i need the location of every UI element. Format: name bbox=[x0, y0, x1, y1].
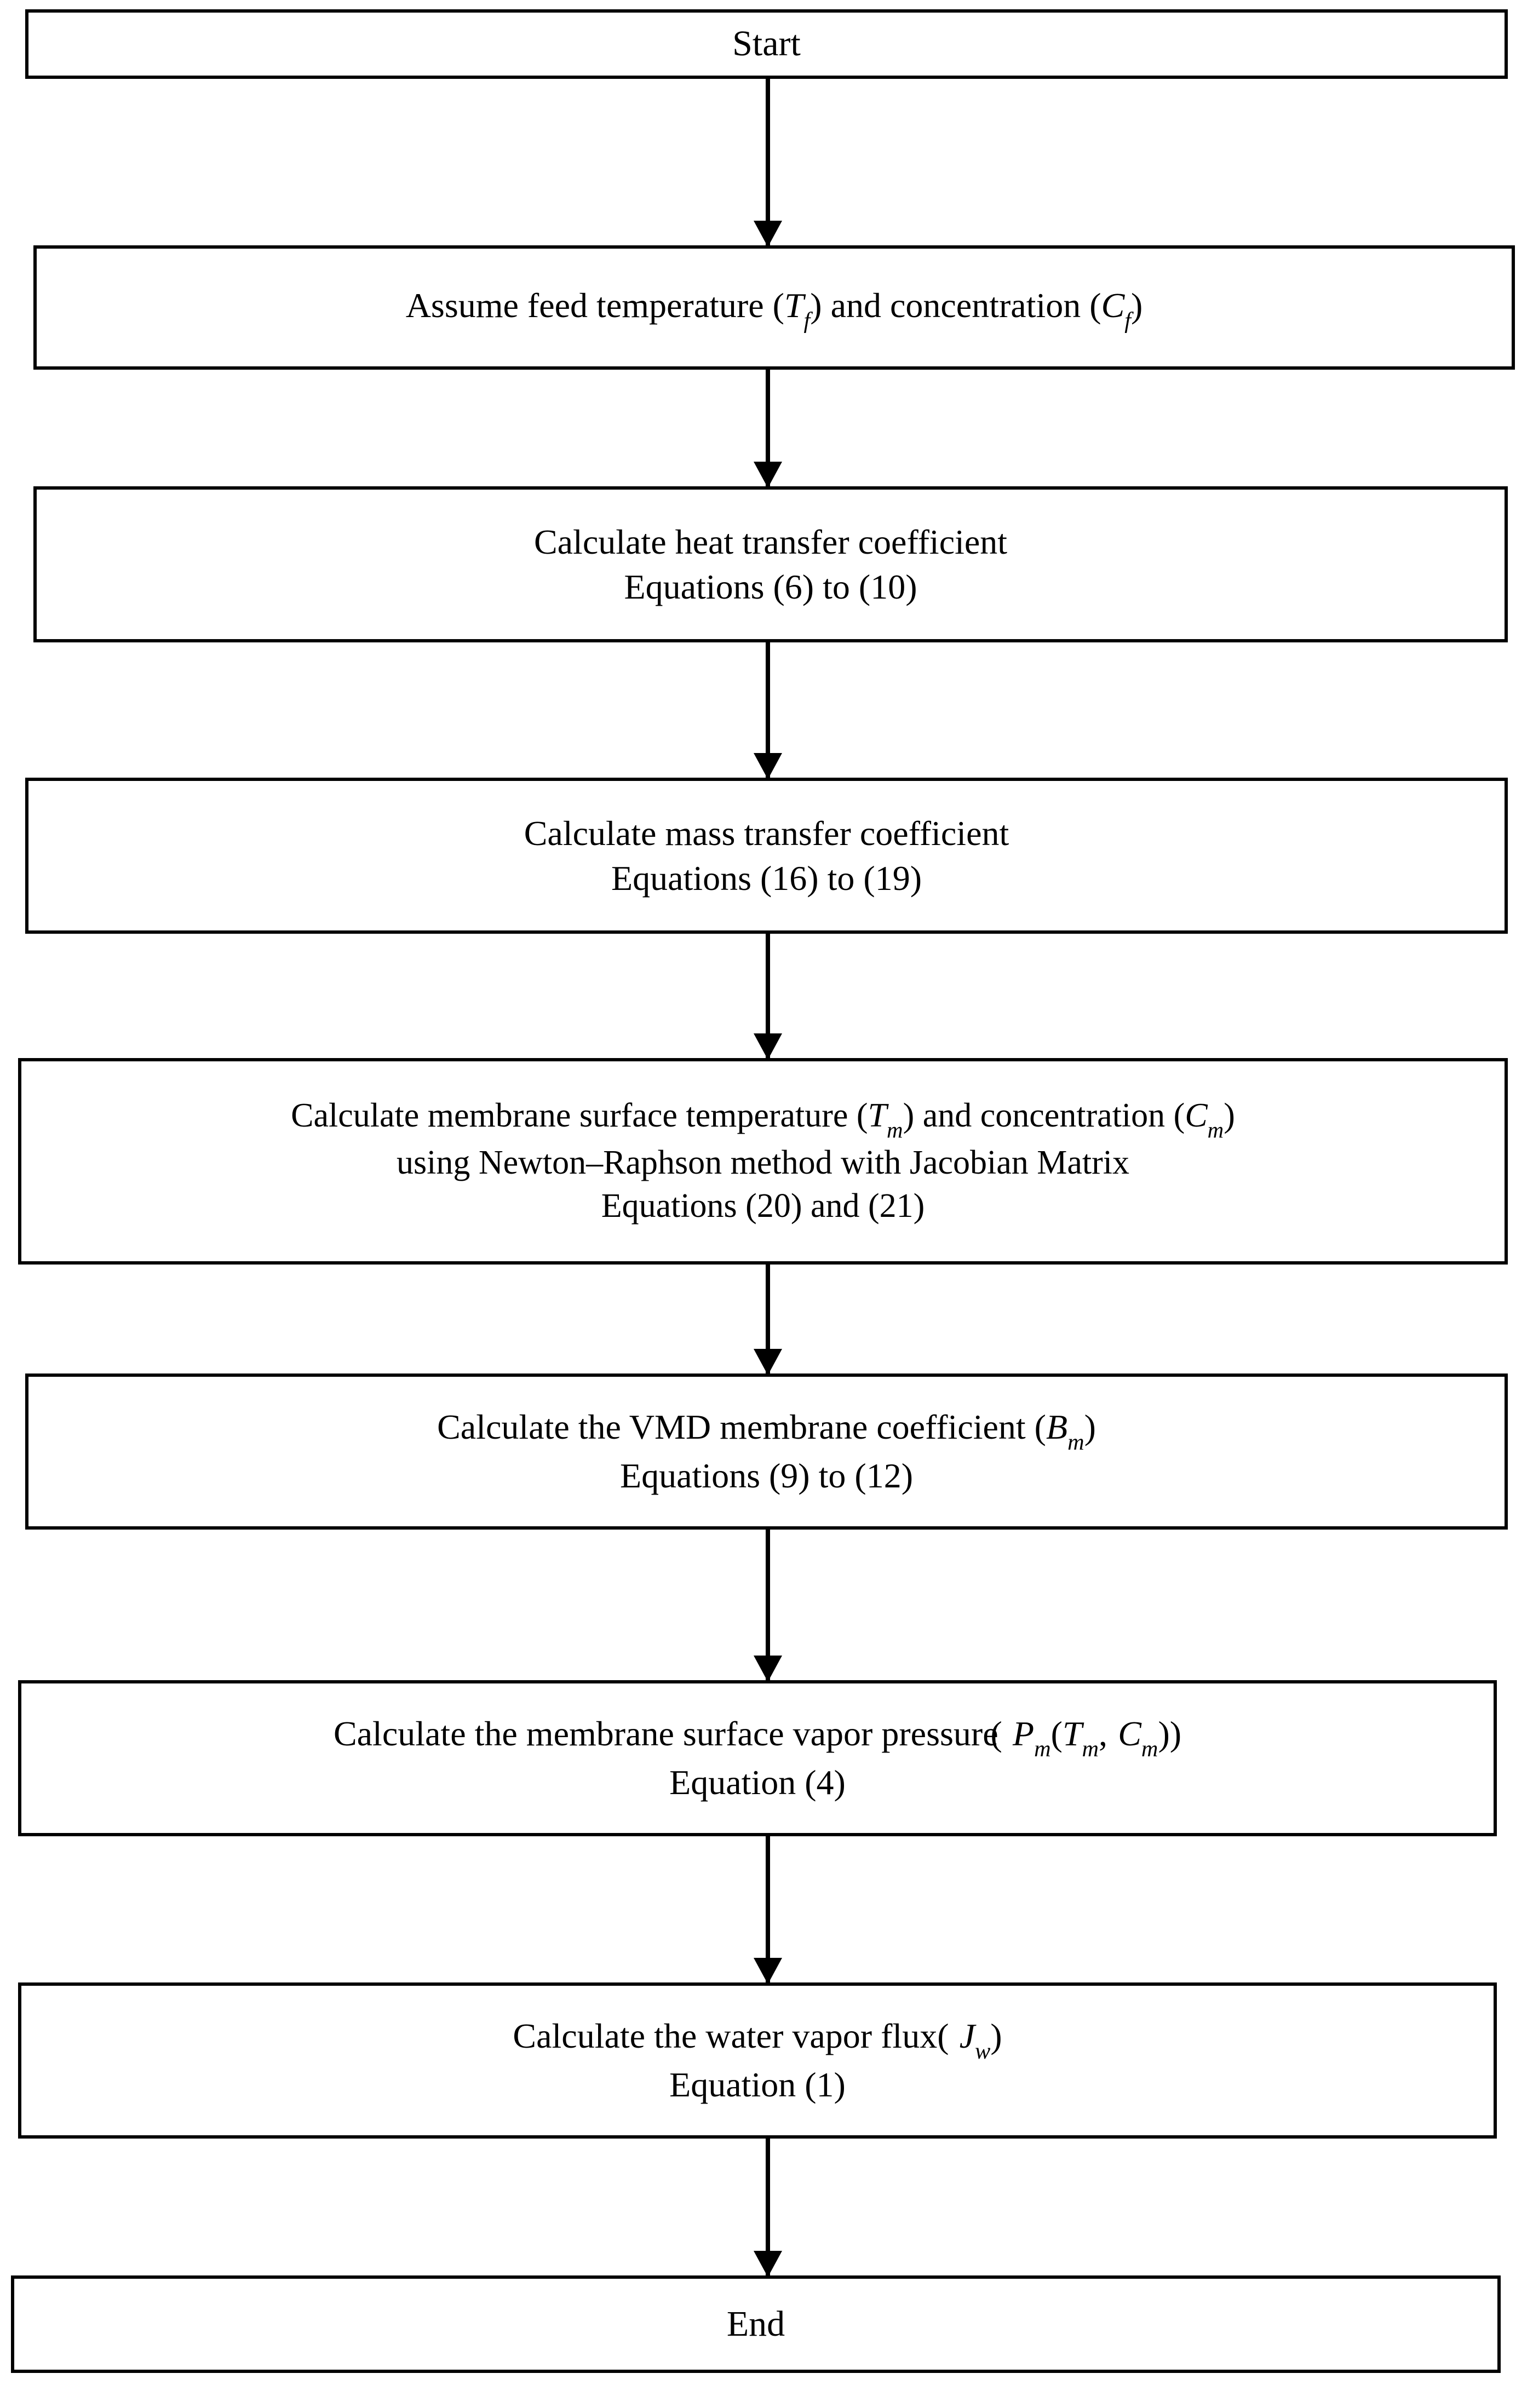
subscript-m-4: m bbox=[1034, 1736, 1051, 1762]
symbol-Pm: P bbox=[1013, 1714, 1035, 1753]
node-vapor-pressure-line1: Calculate the membrane surface vapor pre… bbox=[333, 1711, 1182, 1762]
subscript-w: w bbox=[975, 2038, 991, 2065]
assume-mid-text: ) and concentration ( bbox=[810, 285, 1101, 325]
node-membrane-surface-line3: Equations (20) and (21) bbox=[601, 1187, 925, 1225]
edge-assume-feed-to-heat-transfer bbox=[766, 370, 770, 486]
flux-post-text: ) bbox=[990, 2016, 1002, 2055]
vmd-post-text: ) bbox=[1084, 1407, 1096, 1446]
symbol-Jw: J bbox=[959, 2016, 975, 2055]
node-vapor-pressure-line2: Equation (4) bbox=[669, 1763, 846, 1802]
node-mass-transfer[interactable]: Calculate mass transfer coefficient Equa… bbox=[25, 778, 1508, 934]
node-water-vapor-flux[interactable]: Calculate the water vapor flux( Jw) Equat… bbox=[18, 1982, 1497, 2139]
edge-vmd-coefficient-to-vapor-pressure bbox=[766, 1530, 770, 1680]
node-water-vapor-flux-line2: Equation (1) bbox=[669, 2065, 846, 2105]
node-heat-transfer-line2: Equations (6) to (10) bbox=[624, 567, 917, 606]
node-mass-transfer-line1: Calculate mass transfer coefficient bbox=[524, 813, 1009, 853]
node-membrane-surface[interactable]: Calculate membrane surface temperature (… bbox=[18, 1058, 1508, 1265]
nr-mid-text: ) and concentration ( bbox=[903, 1097, 1185, 1135]
node-start[interactable]: Start bbox=[25, 9, 1508, 79]
vp-comma: , bbox=[1099, 1714, 1108, 1753]
nr-pre-text: Calculate membrane surface temperature ( bbox=[291, 1097, 868, 1135]
assume-pre-text: Assume feed temperature ( bbox=[405, 285, 784, 325]
node-vmd-coefficient-line1: Calculate the VMD membrane coefficient (… bbox=[437, 1405, 1096, 1456]
arrowhead-vapor-pressure bbox=[754, 1656, 782, 1682]
subscript-f-1: f bbox=[803, 308, 811, 334]
arrowhead-assume-feed bbox=[754, 221, 782, 247]
symbol-Bm: B bbox=[1046, 1407, 1068, 1446]
nr-post-text: ) bbox=[1224, 1097, 1235, 1135]
arrowhead-mass-transfer bbox=[754, 753, 782, 779]
edge-mass-transfer-to-membrane-surface bbox=[766, 934, 770, 1058]
node-assume-feed[interactable]: Assume feed temperature (Tf) and concent… bbox=[33, 245, 1515, 370]
vmd-pre-text: Calculate the VMD membrane coefficient ( bbox=[437, 1407, 1046, 1446]
symbol-Tf: T bbox=[784, 285, 804, 325]
symbol-Tm-2: T bbox=[1062, 1714, 1082, 1753]
node-start-label: Start bbox=[732, 24, 801, 64]
symbol-Tm: T bbox=[868, 1097, 887, 1135]
subscript-m-3: m bbox=[1067, 1429, 1084, 1456]
node-membrane-surface-line2: using Newton–Raphson method with Jacobia… bbox=[397, 1144, 1129, 1182]
symbol-Cm: C bbox=[1185, 1097, 1208, 1135]
arrowhead-vmd-coefficient bbox=[754, 1349, 782, 1375]
vp-open-paren: ( bbox=[990, 1714, 1002, 1753]
node-end[interactable]: End bbox=[11, 2275, 1501, 2373]
symbol-Cf: C bbox=[1101, 285, 1125, 325]
node-heat-transfer[interactable]: Calculate heat transfer coefficient Equa… bbox=[33, 486, 1508, 642]
edge-water-vapor-flux-to-end bbox=[766, 2139, 770, 2275]
subscript-m-6: m bbox=[1141, 1736, 1158, 1762]
arrowhead-heat-transfer bbox=[754, 462, 782, 488]
subscript-m-5: m bbox=[1082, 1736, 1099, 1762]
assume-post-text: ) bbox=[1131, 285, 1143, 325]
subscript-f-2: f bbox=[1124, 308, 1131, 334]
node-mass-transfer-line2: Equations (16) to (19) bbox=[611, 858, 922, 898]
edge-membrane-surface-to-vmd-coefficient bbox=[766, 1265, 770, 1373]
symbol-Cm-2: C bbox=[1118, 1714, 1141, 1753]
node-vmd-coefficient[interactable]: Calculate the VMD membrane coefficient (… bbox=[25, 1373, 1508, 1530]
node-water-vapor-flux-line1: Calculate the water vapor flux( Jw) bbox=[513, 2014, 1002, 2065]
flux-pre-text: Calculate the water vapor flux( bbox=[513, 2016, 949, 2055]
node-heat-transfer-line1: Calculate heat transfer coefficient bbox=[533, 522, 1008, 561]
node-assume-feed-label: Assume feed temperature (Tf) and concent… bbox=[405, 283, 1143, 334]
subscript-m-2: m bbox=[1207, 1118, 1224, 1143]
arrowhead-water-vapor-flux bbox=[754, 1958, 782, 1984]
edge-start-to-assume-feed bbox=[766, 79, 770, 245]
edge-vapor-pressure-to-water-vapor-flux bbox=[766, 1836, 770, 1982]
node-vmd-coefficient-line2: Equations (9) to (12) bbox=[620, 1456, 913, 1496]
vp-open-paren-2: ( bbox=[1050, 1714, 1063, 1753]
arrowhead-end bbox=[754, 2251, 782, 2277]
arrowhead-membrane-surface bbox=[754, 1033, 782, 1060]
node-vapor-pressure[interactable]: Calculate the membrane surface vapor pre… bbox=[18, 1680, 1497, 1836]
edge-heat-transfer-to-mass-transfer bbox=[766, 642, 770, 778]
vp-close-parens: )) bbox=[1158, 1714, 1182, 1753]
vp-pre-text: Calculate the membrane surface vapor pre… bbox=[333, 1714, 998, 1753]
node-end-label: End bbox=[726, 2303, 785, 2344]
subscript-m-1: m bbox=[887, 1118, 903, 1143]
node-membrane-surface-line1: Calculate membrane surface temperature (… bbox=[291, 1094, 1235, 1143]
